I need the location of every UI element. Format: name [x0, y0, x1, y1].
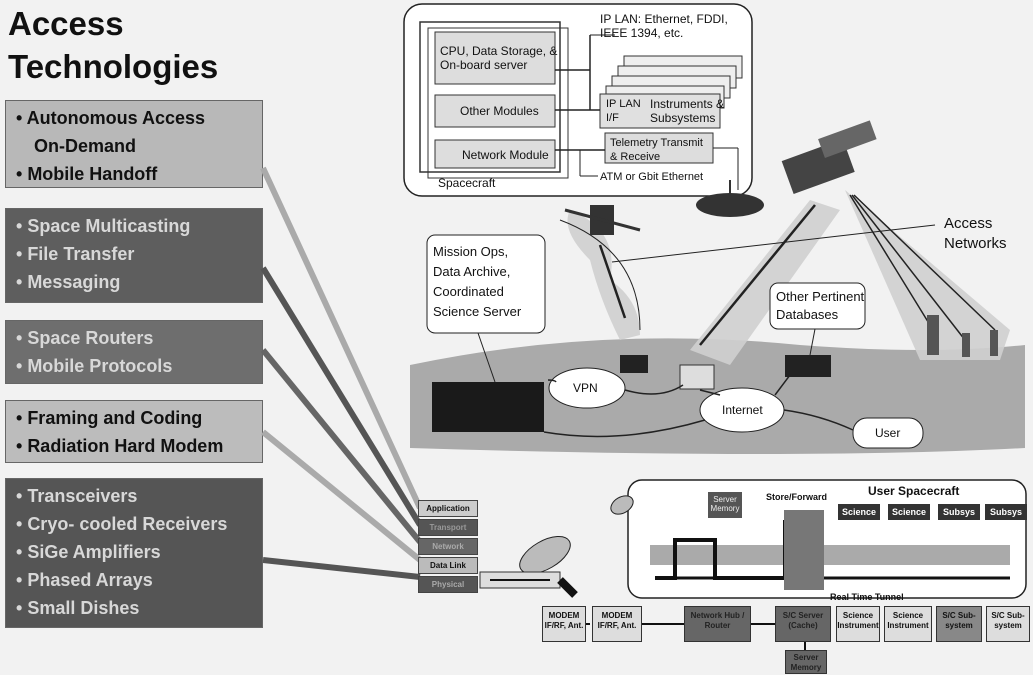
science-instrument-box: Science Instrument — [884, 606, 932, 642]
tech-group-routers: Space Routers Mobile Protocols — [5, 320, 263, 384]
connector-lines — [260, 166, 423, 580]
tech-item: Messaging — [16, 268, 256, 296]
spacecraft-title: Spacecraft — [438, 176, 496, 190]
instruments-label: Instruments & Subsystems — [650, 97, 725, 125]
tech-item: Framing and Coding — [16, 404, 256, 432]
real-time-tunnel-label: Real Time Tunnel — [830, 592, 904, 602]
layer-application: Application — [418, 500, 478, 517]
dish-antenna-icon — [696, 193, 764, 217]
bottom-server-memory: Server Memory — [785, 650, 827, 674]
databases-callout — [769, 282, 866, 330]
tech-group-hardware: Transceivers Cryo- cooled Receivers SiGe… — [5, 478, 263, 628]
vpn-cloud — [548, 367, 626, 409]
science-column: Science — [888, 504, 930, 520]
subsys-column: Subsys — [985, 504, 1027, 520]
relay-satellite-icon — [564, 205, 641, 235]
other-databases-label: Other Pertinent Databases — [776, 289, 865, 322]
user-spacecraft-title: User Spacecraft — [868, 484, 960, 498]
network-hub-box: Network Hub / Router — [684, 606, 751, 642]
telemetry-label: Telemetry Transmit & Receive — [610, 137, 703, 163]
cpu-module: CPU, Data Storage, & On-board server — [440, 44, 558, 72]
dish-antenna-icon — [610, 495, 634, 515]
subsys-column: Subsys — [938, 504, 980, 520]
tech-item: Space Multicasting — [16, 212, 256, 240]
antenna-tower-icon — [990, 330, 998, 356]
network-module: Network Module — [462, 148, 549, 162]
layer-data-link: Data Link — [418, 557, 478, 574]
tech-item: Radiation Hard Modem — [16, 432, 256, 460]
lan-label: IP LAN: Ethernet, FDDI, IEEE 1394, etc. — [600, 12, 728, 40]
modem-box: MODEM IF/RF, Ant. — [542, 606, 586, 642]
subsystem-box: S/C Sub-system — [936, 606, 982, 642]
mission-ops-label: Mission Ops, Data Archive, Coordinated S… — [433, 244, 522, 319]
vpn-label: VPN — [573, 381, 598, 395]
atm-label: ATM or Gbit Ethernet — [600, 171, 704, 183]
server-memory-block — [708, 492, 742, 518]
access-networks-label: Access Networks — [944, 215, 1007, 252]
tech-group-access: Autonomous Access On-Demand Mobile Hando… — [5, 100, 263, 188]
layer-network: Network — [418, 538, 478, 555]
user-node — [852, 417, 924, 449]
title-line-2: Technologies — [8, 48, 219, 85]
tech-item: Autonomous Access — [16, 104, 256, 132]
network-links — [543, 374, 854, 438]
tech-item: Mobile Handoff — [16, 160, 256, 187]
user-label: User — [875, 426, 901, 440]
mission-callout — [426, 234, 546, 334]
satellite-icon — [781, 120, 877, 195]
science-instrument-box: Science Instrument — [836, 606, 880, 642]
antenna-tower-icon — [962, 333, 970, 357]
tech-item: Phased Arrays — [16, 566, 256, 594]
science-column: Science — [838, 504, 880, 520]
modem-box: MODEM IF/RF, Ant. — [592, 606, 642, 642]
ip-lan-if: IP LAN I/F — [606, 98, 641, 124]
tech-item: Transceivers — [16, 482, 256, 510]
tech-item: On-Demand — [34, 136, 137, 156]
protocol-stack: Application Transport Network Data Link … — [418, 500, 478, 595]
internet-label: Internet — [722, 403, 763, 417]
layer-physical: Physical — [418, 576, 478, 593]
antenna-tower-icon — [927, 315, 939, 355]
tech-item: Space Routers — [16, 324, 256, 352]
subsystem-box: S/C Sub-system — [986, 606, 1030, 642]
tech-item: Mobile Protocols — [16, 352, 256, 380]
tech-group-multicast: Space Multicasting File Transfer Messagi… — [5, 208, 263, 303]
database-server-icon — [785, 355, 831, 377]
ground-terminal-icon — [679, 364, 715, 390]
tech-group-framing: Framing and Coding Radiation Hard Modem — [5, 400, 263, 463]
tech-item: Cryo- cooled Receivers — [16, 510, 256, 538]
mission-server-icon — [432, 382, 544, 432]
sc-server-box: S/C Server (Cache) — [775, 606, 831, 642]
other-modules: Other Modules — [460, 104, 539, 118]
server-memory-label: Server Memory — [710, 495, 740, 513]
store-forward-label: Store/Forward — [766, 492, 828, 502]
ground-terminal-icon — [620, 355, 648, 373]
layer-transport: Transport — [418, 519, 478, 536]
tech-item: SiGe Amplifiers — [16, 538, 256, 566]
dish-antenna-icon — [519, 535, 571, 575]
tech-item: File Transfer — [16, 240, 256, 268]
title-line-1: Access — [8, 5, 124, 42]
tech-item: Small Dishes — [16, 594, 256, 622]
page-title: Access Technologies — [8, 2, 218, 88]
